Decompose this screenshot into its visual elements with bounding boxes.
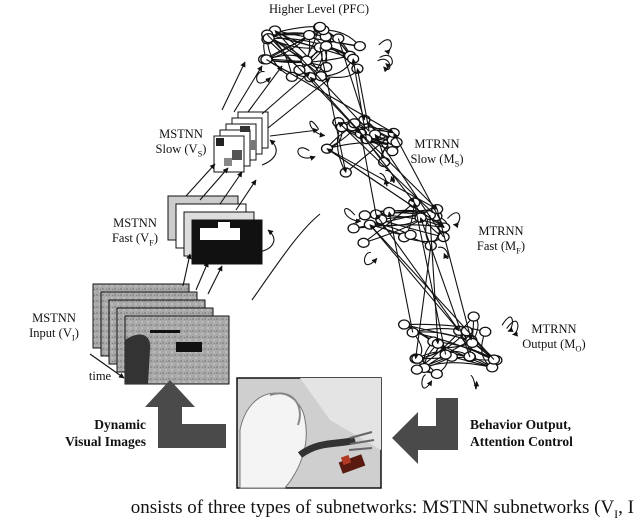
mstnn-pfc-link — [267, 77, 331, 129]
mtrnn-output-node — [467, 311, 480, 322]
mstnn-fast-feature-maps — [167, 195, 275, 265]
figure-caption: onsists of three types of subnetworks: M… — [130, 497, 634, 521]
mtrnn-slow-fast-link — [359, 133, 377, 215]
mtrnn-output-node — [479, 326, 492, 337]
mtrnn-slow-node — [335, 122, 348, 133]
mtrnn-output-node — [430, 368, 443, 380]
mtrnn-fast-self-loop — [447, 212, 461, 229]
mtrnn-fast-output-link — [375, 213, 460, 332]
mstnn-slow-label: MSTNN Slow (VS) — [155, 127, 207, 159]
pfc-mtrnn-link — [351, 58, 367, 140]
mtrnn-output-network — [397, 311, 519, 390]
mtrnn-slow-self-loop — [309, 120, 326, 138]
pfc-mtrnn-link — [337, 38, 366, 121]
mtrnn-fast-output-link — [436, 209, 473, 341]
mtrnn-slow-fast-link — [393, 132, 445, 228]
behavior-output-label: Behavior Output, Attention Control — [470, 417, 573, 449]
mtrnn-output-self-loop — [501, 316, 514, 333]
mstnn-input-label: MSTNN Input (VI) — [29, 311, 79, 343]
mtrnn-output-node — [410, 364, 424, 375]
pfc-mtrnn-link — [319, 47, 348, 174]
pfc-self-loop — [377, 58, 391, 73]
mstnn-fast-label: MSTNN Fast (VF) — [111, 216, 159, 248]
pfc-label: Higher Level (PFC) — [269, 2, 369, 16]
mtrnn-output-node — [411, 353, 424, 364]
mtrnn-fast-output-link — [413, 245, 432, 360]
pfc-node — [320, 40, 333, 52]
mtrnn-slow-node — [348, 118, 361, 129]
mtrnn-slow-fast-link — [326, 148, 445, 228]
mstnn-feedforward-arrows — [182, 61, 311, 295]
mtrnn-slow-label: MTRNN Slow (MS) — [410, 137, 464, 169]
pfc-node — [353, 40, 366, 52]
pfc-self-loop — [378, 39, 392, 55]
mtrnn-output-node — [397, 319, 411, 330]
pfc-self-loop — [256, 71, 271, 84]
network-diagram-svg — [89, 21, 519, 489]
mtrnn-fast-self-loop — [437, 246, 449, 260]
mstnn-mtrnn-link — [269, 127, 319, 137]
pfc-network — [256, 21, 393, 84]
mtrnn-fast-self-loop — [364, 251, 378, 266]
pfc-mtrnn-link — [266, 34, 362, 135]
mtrnn-fast-output-link — [387, 211, 414, 333]
mtrnn-slow-fast-link — [337, 121, 434, 214]
pfc-mtrnn-link — [355, 68, 370, 132]
mtrnn-output-self-loop — [506, 320, 519, 337]
mtrnn-fast-output-link — [419, 217, 471, 358]
mtrnn-slow-self-loop — [379, 172, 389, 187]
pfc-node — [262, 32, 275, 44]
dynamic-visual-images-label: Dynamic Visual Images — [65, 417, 146, 449]
mtrnn-output-self-loop — [470, 374, 480, 390]
time-label: time — [88, 369, 112, 383]
mstnn-slow-feature-maps — [213, 111, 277, 173]
mtrnn-slow-fast-link — [360, 133, 415, 204]
pfc-node — [313, 21, 327, 33]
pfc-node — [302, 29, 316, 41]
mtrnn-fast-self-loop — [344, 208, 362, 224]
pfc-self-loop — [379, 54, 393, 69]
mtrnn-fast-node — [404, 229, 417, 240]
mtrnn-fast-output-link — [412, 202, 447, 355]
robot-scene-image — [236, 377, 382, 489]
mtrnn-fast-label: MTRNN Fast (MF) — [476, 224, 526, 256]
mtrnn-output-self-loop — [421, 374, 433, 389]
mtrnn-slow-self-loop — [297, 147, 316, 161]
mtrnn-fast-output-link — [429, 215, 441, 345]
pfc-node — [320, 61, 333, 73]
mtrnn-fast-connection — [363, 202, 415, 244]
mtrnn-output-connection — [403, 321, 486, 333]
mtrnn-fast-node — [357, 237, 370, 248]
mtrnn-output-label: MTRNN Output (MO) — [522, 322, 586, 354]
attention-path-line — [251, 213, 321, 301]
mtrnn-fast-node — [347, 223, 360, 234]
mtrnn-fast-node — [358, 210, 371, 221]
pfc-mtrnn-link — [274, 30, 370, 132]
behavior-output-arrow — [392, 398, 458, 464]
mtrnn-fast-output-link — [369, 224, 460, 332]
mstnn-input-frames — [89, 283, 230, 385]
pfc-node — [300, 55, 313, 66]
mtrnn-slow-self-loop — [385, 169, 396, 183]
mtrnn-output-connection — [412, 330, 495, 361]
inter-layer-connections — [251, 30, 495, 360]
dynamic-visual-arrow — [145, 380, 226, 448]
